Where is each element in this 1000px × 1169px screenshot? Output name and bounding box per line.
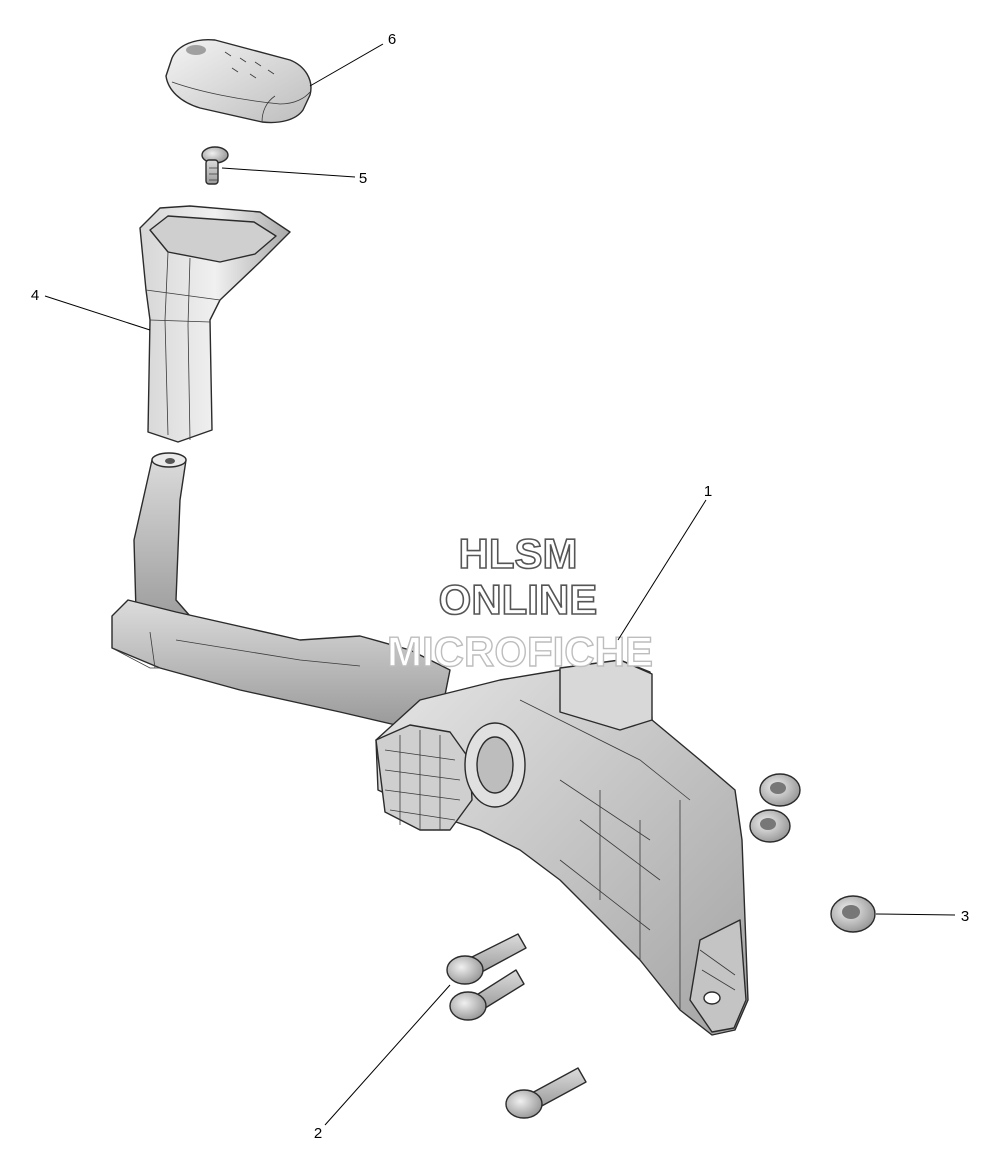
leader-lines [44, 43, 956, 1126]
housing-vent-grid [384, 730, 461, 830]
watermark-line-1: HLSM [459, 530, 578, 577]
leader-line-5 [221, 167, 356, 178]
watermark: HLSM ONLINE MICROFICHE [386, 529, 653, 676]
leader-line-6 [309, 43, 384, 87]
shift-lever-part [111, 452, 451, 727]
flange-nut-top [759, 773, 801, 807]
shift-knob-part [165, 38, 312, 124]
knob-screw-part [201, 146, 229, 185]
flange-bolt-part [446, 933, 587, 1119]
callout-2: 2 [314, 1125, 322, 1142]
leader-line-2 [324, 984, 451, 1126]
shift-boot-part [139, 205, 291, 443]
callout-labels: 1 2 3 4 5 6 [31, 31, 969, 1142]
leader-line-1 [617, 499, 707, 641]
flange-bolt-3 [505, 1067, 587, 1119]
flange-nut-single [830, 895, 876, 933]
leader-line-3 [875, 913, 956, 916]
callout-4: 4 [31, 287, 39, 304]
callout-3: 3 [961, 908, 969, 925]
flange-nut-part [749, 773, 876, 933]
leader-line-4 [44, 295, 151, 331]
callout-6: 6 [388, 31, 396, 48]
watermark-line-3: MICROFICHE [387, 628, 653, 675]
flange-bolt-1 [446, 933, 527, 985]
flange-bolt-2 [449, 969, 525, 1021]
callout-5: 5 [359, 170, 367, 187]
callout-1: 1 [704, 483, 712, 500]
flange-nut-middle [749, 809, 791, 843]
watermark-line-2: ONLINE [439, 576, 598, 623]
selector-housing-part [375, 659, 749, 1036]
